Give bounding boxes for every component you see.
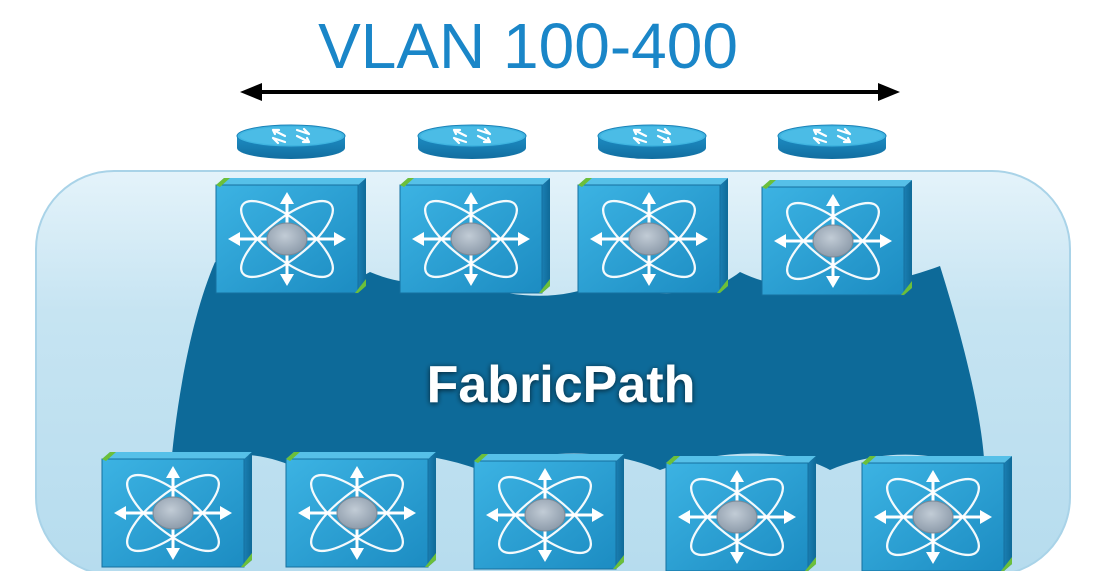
router-icon: [416, 123, 528, 161]
spine-switch-icon: [398, 176, 552, 295]
router-icon: [596, 123, 708, 161]
leaf-switch-icon: [664, 454, 818, 571]
router-icon: [235, 123, 347, 161]
fabricpath-label: FabricPath: [427, 356, 696, 414]
leaf-switch-icon: [860, 454, 1014, 571]
spine-switch-icon: [576, 176, 730, 295]
leaf-switch-icon: [100, 450, 254, 569]
double-headed-arrow-icon: [240, 83, 900, 101]
spine-switch-icon: [214, 176, 368, 295]
leaf-switch-icon: [284, 450, 438, 569]
spine-switch-icon: [760, 178, 914, 297]
vlan-range-title: VLAN 100-400: [318, 10, 738, 82]
router-icon: [776, 123, 888, 161]
leaf-switch-icon: [472, 452, 626, 571]
fabricpath-region: [170, 262, 990, 480]
